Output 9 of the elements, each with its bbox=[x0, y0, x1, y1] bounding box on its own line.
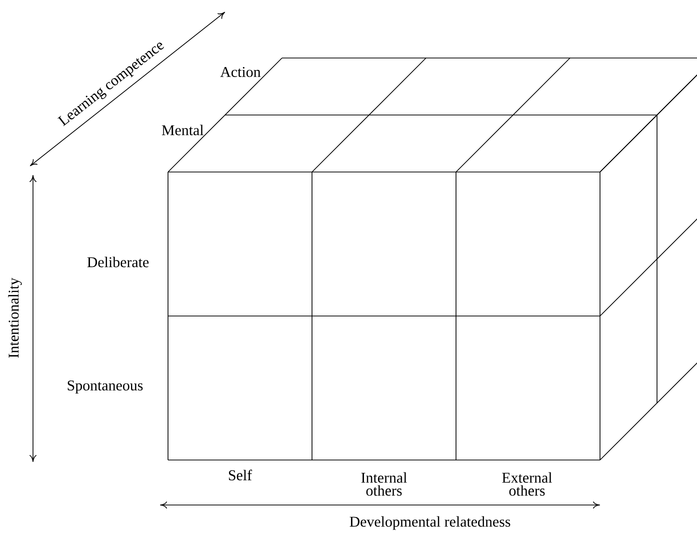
axis-label: Mental bbox=[162, 124, 204, 136]
axis-label: Action bbox=[220, 66, 261, 78]
axis-title: Intentionality bbox=[8, 278, 22, 358]
axis-label: Internal others bbox=[361, 472, 407, 496]
axis-title: Developmental relatedness bbox=[350, 516, 510, 530]
axis-label: Spontaneous bbox=[68, 380, 143, 394]
axis-label: Self bbox=[228, 470, 252, 480]
axis-label: External others bbox=[502, 472, 552, 496]
axis-label: Deliberate bbox=[87, 256, 149, 268]
